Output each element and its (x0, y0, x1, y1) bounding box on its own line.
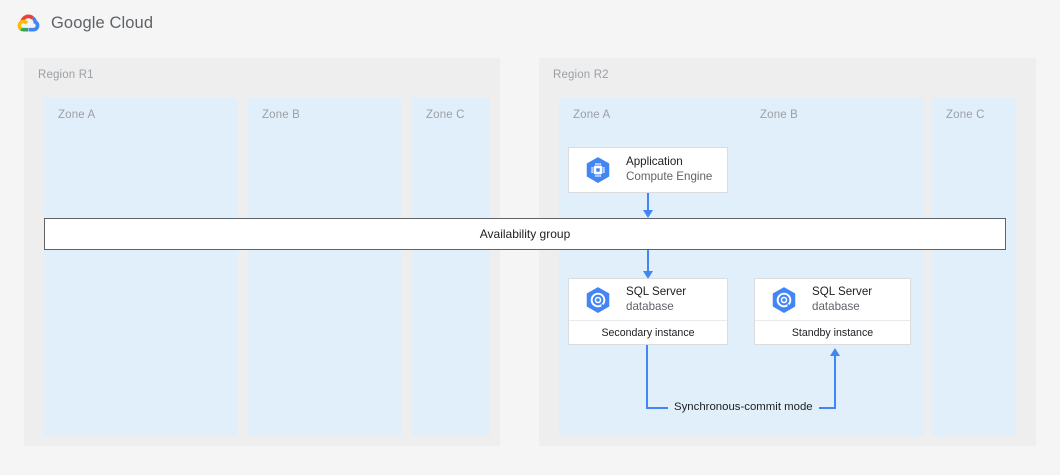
sql-secondary-card-title: SQL Server (626, 284, 687, 298)
region-r1-zone-b-label: Zone B (262, 109, 300, 121)
brand-label: Google Cloud (51, 13, 154, 32)
sql-server-hexagon-icon (769, 285, 799, 315)
sql-secondary-card-footer: Secondary instance (569, 320, 727, 344)
synchronous-commit-label: Synchronous-commit mode (668, 401, 819, 414)
region-r2: Region R2 Zone A Zone B Zone C (539, 58, 1036, 446)
sql-standby-card-footer: Standby instance (755, 320, 910, 344)
connector-line-right (834, 356, 836, 409)
region-r1-zone-a: Zone A (44, 98, 237, 436)
card-body: Application Compute Engine (569, 148, 727, 192)
connector-line (647, 192, 649, 216)
connector-line-left (646, 345, 648, 409)
availability-group-label: Availability group (479, 227, 571, 241)
card-text-group: Application Compute Engine (626, 155, 712, 184)
card-body: SQL Server database (569, 279, 727, 320)
arrow-head-down-icon (643, 210, 653, 218)
sql-server-hexagon-icon (583, 285, 613, 315)
region-r1-zone-b: Zone B (248, 98, 401, 436)
sql-secondary-card-subtitle: database (626, 299, 674, 313)
arrow-head-down-icon (643, 271, 653, 279)
region-r1-zone-a-label: Zone A (58, 109, 96, 121)
region-r2-zone-a-label: Zone A (573, 109, 611, 121)
google-cloud-logo-icon (16, 12, 42, 34)
application-card-subtitle: Compute Engine (626, 170, 713, 183)
region-r2-zone-c: Zone C (932, 98, 1016, 436)
region-r1-label: Region R1 (38, 69, 94, 81)
region-r2-zone-c-label: Zone C (946, 109, 985, 121)
application-compute-engine-card[interactable]: Application Compute Engine (568, 147, 728, 193)
connector-line (647, 249, 649, 275)
region-r1-zone-c: Zone C (412, 98, 490, 436)
region-r1-zone-c-label: Zone C (426, 109, 465, 121)
card-body: SQL Server database (755, 279, 910, 320)
sql-server-secondary-card[interactable]: SQL Server database Secondary instance (568, 278, 728, 345)
region-r2-zone-b-label: Zone B (760, 109, 798, 121)
sql-server-standby-card[interactable]: SQL Server database Standby instance (754, 278, 911, 345)
card-text-group: SQL Server database (626, 285, 686, 314)
sql-standby-card-title: SQL Server (812, 284, 873, 298)
sql-standby-card-subtitle: database (812, 299, 860, 313)
brand: Google Cloud (16, 12, 153, 34)
region-r1: Region R1 Zone A Zone B Zone C (24, 58, 500, 446)
compute-engine-hexagon-icon (583, 155, 613, 185)
application-card-title: Application (626, 155, 683, 169)
region-r2-label: Region R2 (553, 69, 609, 81)
availability-group-bar: Availability group (44, 218, 1006, 250)
card-text-group: SQL Server database (812, 285, 872, 314)
arrow-head-up-icon (830, 348, 840, 356)
